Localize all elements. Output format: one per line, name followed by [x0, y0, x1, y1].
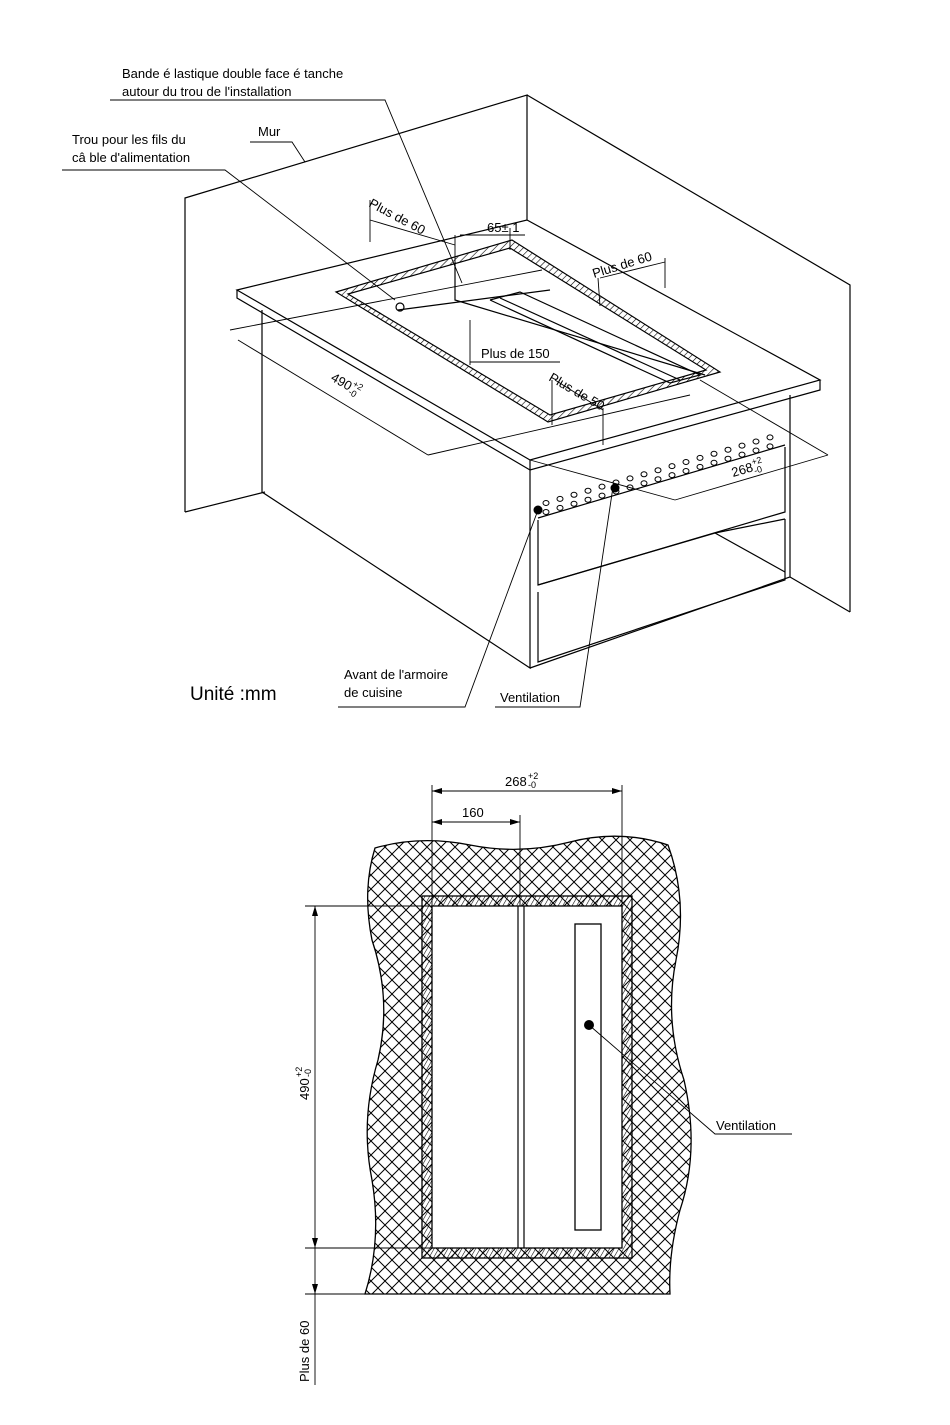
dim-plus60-right: Plus de 60: [590, 249, 653, 281]
dim-268-top: 268 +2 -0: [729, 455, 765, 482]
dim-268-bottom-tol-down: -0: [528, 780, 536, 790]
label-strip-line2: autour du trou de l'installation: [122, 84, 291, 99]
vent-hole: [753, 439, 759, 444]
vent-hole: [557, 505, 563, 510]
vent-hole: [543, 510, 549, 515]
dim-490-bottom-value: 490: [297, 1078, 312, 1100]
vent-hole: [739, 443, 745, 448]
label-wall: Mur: [258, 124, 281, 139]
front-marker-dot: [534, 506, 543, 515]
vent-hole: [767, 435, 773, 440]
isometric-view: Bande é lastique double face é tanche au…: [62, 66, 850, 707]
unit-label: Unité :mm: [190, 684, 277, 705]
dim-plus60-left: Plus de 60: [367, 195, 428, 237]
dim-268-bottom: 268 +2 -0: [505, 771, 538, 790]
vent-hole: [767, 444, 773, 449]
vent-hole: [753, 448, 759, 453]
vent-hole: [641, 481, 647, 486]
vent-hole: [725, 447, 731, 452]
dim-490-top: 490 +2 -0: [328, 368, 365, 401]
vent-hole: [739, 452, 745, 457]
dim-490-bottom: 490 +2 -0: [294, 1067, 313, 1100]
vent-hole: [627, 476, 633, 481]
label-front-line1: Avant de l'armoire: [344, 667, 448, 682]
label-hole-line1: Trou pour les fils du: [72, 132, 186, 147]
vent-hole: [655, 468, 661, 473]
vent-hole: [697, 464, 703, 469]
vent-hole: [585, 497, 591, 502]
label-front-line2: de cuisine: [344, 685, 403, 700]
vent-hole: [585, 488, 591, 493]
vent-hole: [711, 451, 717, 456]
vent-hole: [571, 492, 577, 497]
dim-plus150: Plus de 150: [481, 346, 550, 361]
vent-hole: [711, 460, 717, 465]
dim-160: 160: [462, 805, 484, 820]
vent-hole: [669, 473, 675, 478]
cutout-opening: [336, 240, 720, 422]
vent-hole: [557, 496, 563, 501]
vent-hole: [683, 460, 689, 465]
vent-hole: [641, 472, 647, 477]
dim-490-bottom-tol-down: -0: [303, 1069, 313, 1077]
plan-view: 268 +2 -0 160 490 +2 -0 Plus de 60 Venti…: [294, 771, 792, 1385]
vent-hole: [669, 464, 675, 469]
dim-plus60-bottom: Plus de 60: [297, 1321, 312, 1382]
vent-hole: [683, 469, 689, 474]
dim-268-bottom-value: 268: [505, 774, 527, 789]
vent-hole: [725, 456, 731, 461]
ventilation-slot: [575, 924, 601, 1230]
vent-hole: [599, 484, 605, 489]
label-vent-top: Ventilation: [500, 690, 560, 705]
dim-65: 65± 1: [487, 220, 519, 235]
vent-marker-dot: [611, 484, 620, 493]
vent-hole: [571, 501, 577, 506]
vent-hole: [599, 493, 605, 498]
dim-268-tol-down: -0: [753, 464, 763, 476]
vent-hole: [655, 477, 661, 482]
label-strip-line1: Bande é lastique double face é tanche: [122, 66, 343, 81]
vent-hole: [697, 455, 703, 460]
vent-hole: [543, 501, 549, 506]
label-vent-bottom: Ventilation: [716, 1118, 776, 1133]
label-hole-line2: câ ble d'alimentation: [72, 150, 190, 165]
